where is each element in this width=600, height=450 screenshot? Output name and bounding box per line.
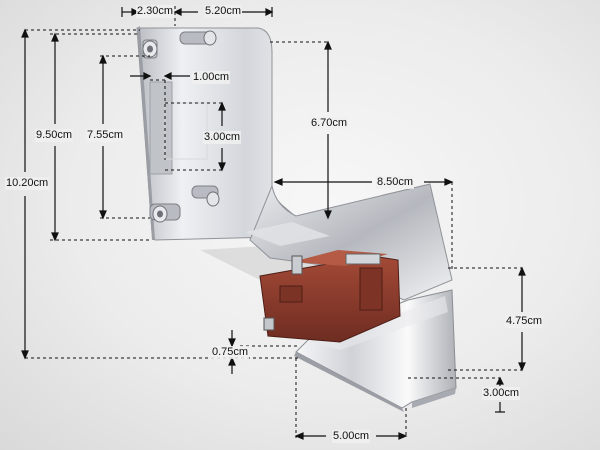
- dim-switch-height: 4.75cm: [505, 315, 544, 328]
- angled-arm: [249, 183, 453, 301]
- stud-top-left: [142, 39, 158, 59]
- dim-base-offset: 0.75cm: [211, 346, 250, 359]
- stud-bottom-right: [191, 185, 220, 207]
- dim-total-height: 10.20cm: [5, 177, 50, 190]
- dim-lip-height: 3.00cm: [482, 387, 521, 400]
- dim-slot-offset: 1.00cm: [192, 71, 231, 84]
- dim-base-width: 5.00cm: [332, 430, 371, 443]
- micro-switch: [259, 250, 401, 343]
- dim-top-left-width: 2.30cm: [136, 5, 175, 18]
- stud-bottom-left: [149, 203, 181, 223]
- dim-arm-length: 8.50cm: [376, 176, 415, 189]
- dim-hole-spacing: 7.55cm: [86, 129, 125, 142]
- stud-top-right: [179, 30, 217, 46]
- dim-vertical-drop: 6.70cm: [310, 117, 349, 130]
- dimension-lines: [21, 6, 526, 440]
- plate-slot: [149, 81, 173, 175]
- dim-upper-plate-height: 9.50cm: [35, 129, 74, 142]
- dim-slot-height: 3.00cm: [203, 131, 242, 144]
- dim-top-right-width: 5.20cm: [204, 5, 243, 18]
